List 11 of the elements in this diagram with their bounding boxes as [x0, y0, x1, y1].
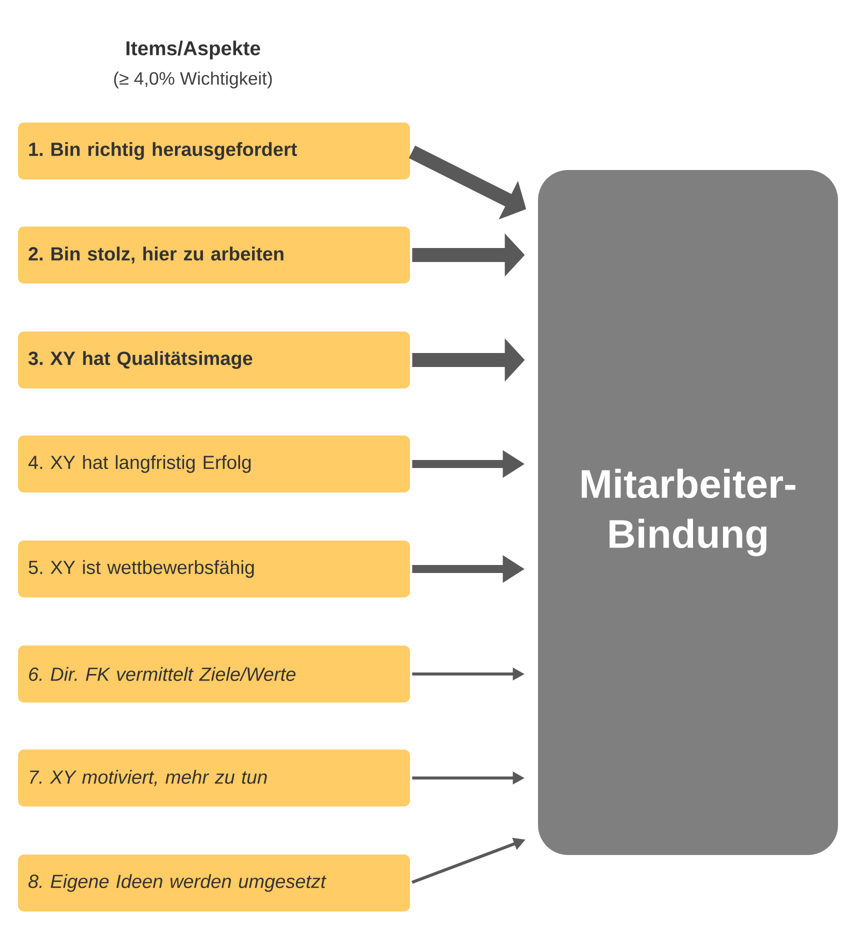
item-box: 8. Eigene Ideen werden umgesetzt: [18, 854, 410, 912]
heading: Items/Aspekte: [126, 40, 260, 60]
item-box: 1. Bin richtig herausgefordert: [18, 122, 410, 180]
item-box: 7. XY motiviert, mehr zu tun: [18, 750, 410, 806]
item-box: 4. XY hat langfristig Erfolg: [18, 436, 410, 492]
item-box: 3. XY hat Qualitätsimage: [18, 332, 410, 388]
item-box: 6. Dir. FK vermittelt Ziele/Werte: [18, 646, 410, 702]
item-box: 2. Bin stolz, hier zu arbeiten: [18, 226, 410, 284]
subtitle: (≥ 4,0% Wichtigkeit): [114, 72, 272, 88]
item-box: 5. XY ist wettbewerbsfähig: [18, 540, 410, 598]
target-box: Mitarbeiter-Bindung: [538, 170, 838, 855]
